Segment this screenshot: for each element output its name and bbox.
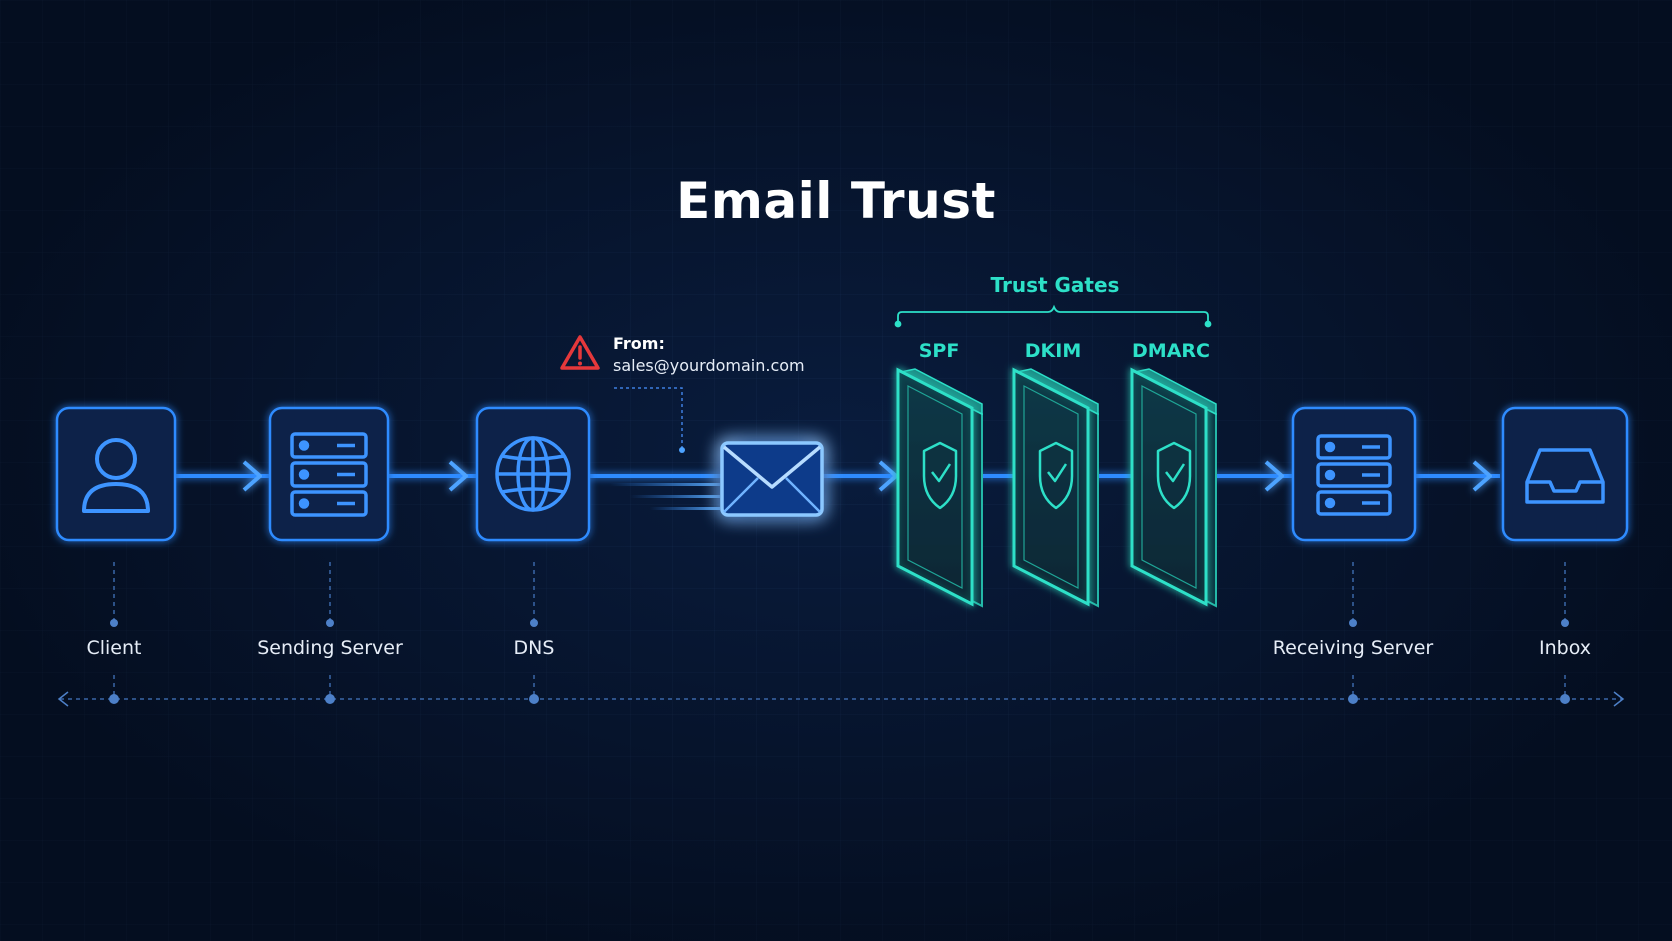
gate-dmarc (1130, 367, 1217, 608)
timeline-axis (57, 691, 1625, 707)
node-connectors (113, 562, 1566, 700)
node-label-inbox: Inbox (1539, 637, 1591, 659)
arrow-head-4 (1264, 460, 1284, 492)
node-label-client: Client (86, 637, 142, 659)
gate-label-dkim: DKIM (1024, 340, 1082, 362)
envelope-trails (610, 483, 720, 510)
node-label-sending-server: Sending Server (257, 637, 403, 659)
node-client (55, 406, 177, 542)
globe-icon (495, 436, 571, 512)
warning-icon (560, 335, 600, 370)
envelope-icon (720, 441, 824, 517)
trust-gates-title: Trust Gates (990, 273, 1120, 297)
inbox-icon (1525, 448, 1605, 504)
node-label-dns: DNS (513, 637, 555, 659)
arrow-head-1 (242, 460, 262, 492)
trust-gates-bracket (894, 304, 1212, 328)
user-icon (82, 438, 150, 513)
gate-dkim (1012, 367, 1099, 608)
shield-check-icon (1038, 441, 1074, 510)
node-inbox (1501, 406, 1629, 542)
node-dns (475, 406, 591, 542)
shield-check-icon (1156, 441, 1192, 510)
page-title: Email Trust (676, 172, 996, 230)
arrow-head-5 (1472, 460, 1492, 492)
arrow-head-2 (448, 460, 468, 492)
gate-label-dmarc: DMARC (1132, 340, 1210, 362)
flow-lines (174, 460, 1500, 492)
arrow-head-3 (878, 460, 898, 492)
node-receiving-server (1291, 406, 1417, 542)
gate-label-spf: SPF (918, 340, 960, 362)
gate-spf (896, 367, 983, 608)
node-label-receiving-server: Receiving Server (1272, 637, 1434, 659)
from-label: From: (613, 334, 665, 353)
from-callout-connector (614, 387, 685, 453)
server-icon (290, 432, 368, 517)
shield-check-icon (922, 441, 958, 510)
connector-dots (110, 619, 1569, 627)
from-address: sales@yourdomain.com (613, 356, 805, 375)
server-icon (1316, 434, 1392, 516)
node-sending-server (268, 406, 390, 542)
